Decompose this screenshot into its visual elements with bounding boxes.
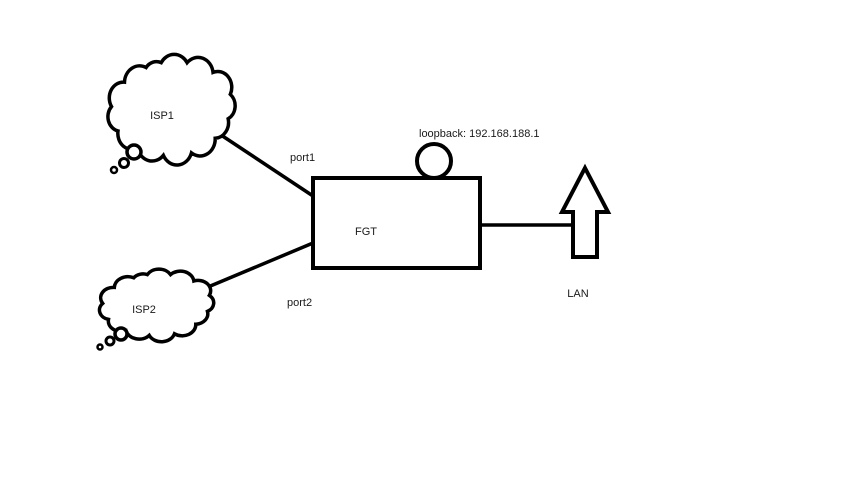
edge-isp1-fgt-line: [217, 131, 314, 198]
isp1-cloud-outline: [108, 54, 235, 165]
isp2-cloud-outline: [99, 269, 213, 342]
lan-label: LAN: [567, 288, 588, 300]
fgt-box: [311, 176, 482, 270]
node-lan: LAN: [558, 163, 612, 300]
node-fgt: FGT loopback: 192.168.188.1: [311, 128, 540, 270]
lan-up-arrow: [558, 163, 612, 259]
isp2-tail-bubble-medium: [104, 335, 116, 347]
edge-isp2-fgt-line: [207, 241, 314, 289]
node-isp1-cloud: ISP1: [108, 54, 235, 175]
loopback-label: loopback: 192.168.188.1: [419, 128, 540, 140]
fgt-label: FGT: [355, 226, 377, 238]
isp2-tail-bubble-large: [113, 326, 129, 342]
isp1-tail-bubble-medium: [118, 157, 130, 169]
isp2-label: ISP2: [132, 304, 156, 316]
port2-label: port2: [287, 297, 312, 309]
isp1-tail-bubble-large: [125, 143, 143, 161]
isp2-tail-bubble-small: [96, 343, 104, 351]
loopback-circle: [415, 142, 453, 180]
node-isp2-cloud: ISP2: [96, 269, 214, 351]
port1-label: port1: [290, 152, 315, 164]
isp1-tail-bubble-small: [109, 165, 119, 175]
isp1-label: ISP1: [150, 110, 174, 122]
